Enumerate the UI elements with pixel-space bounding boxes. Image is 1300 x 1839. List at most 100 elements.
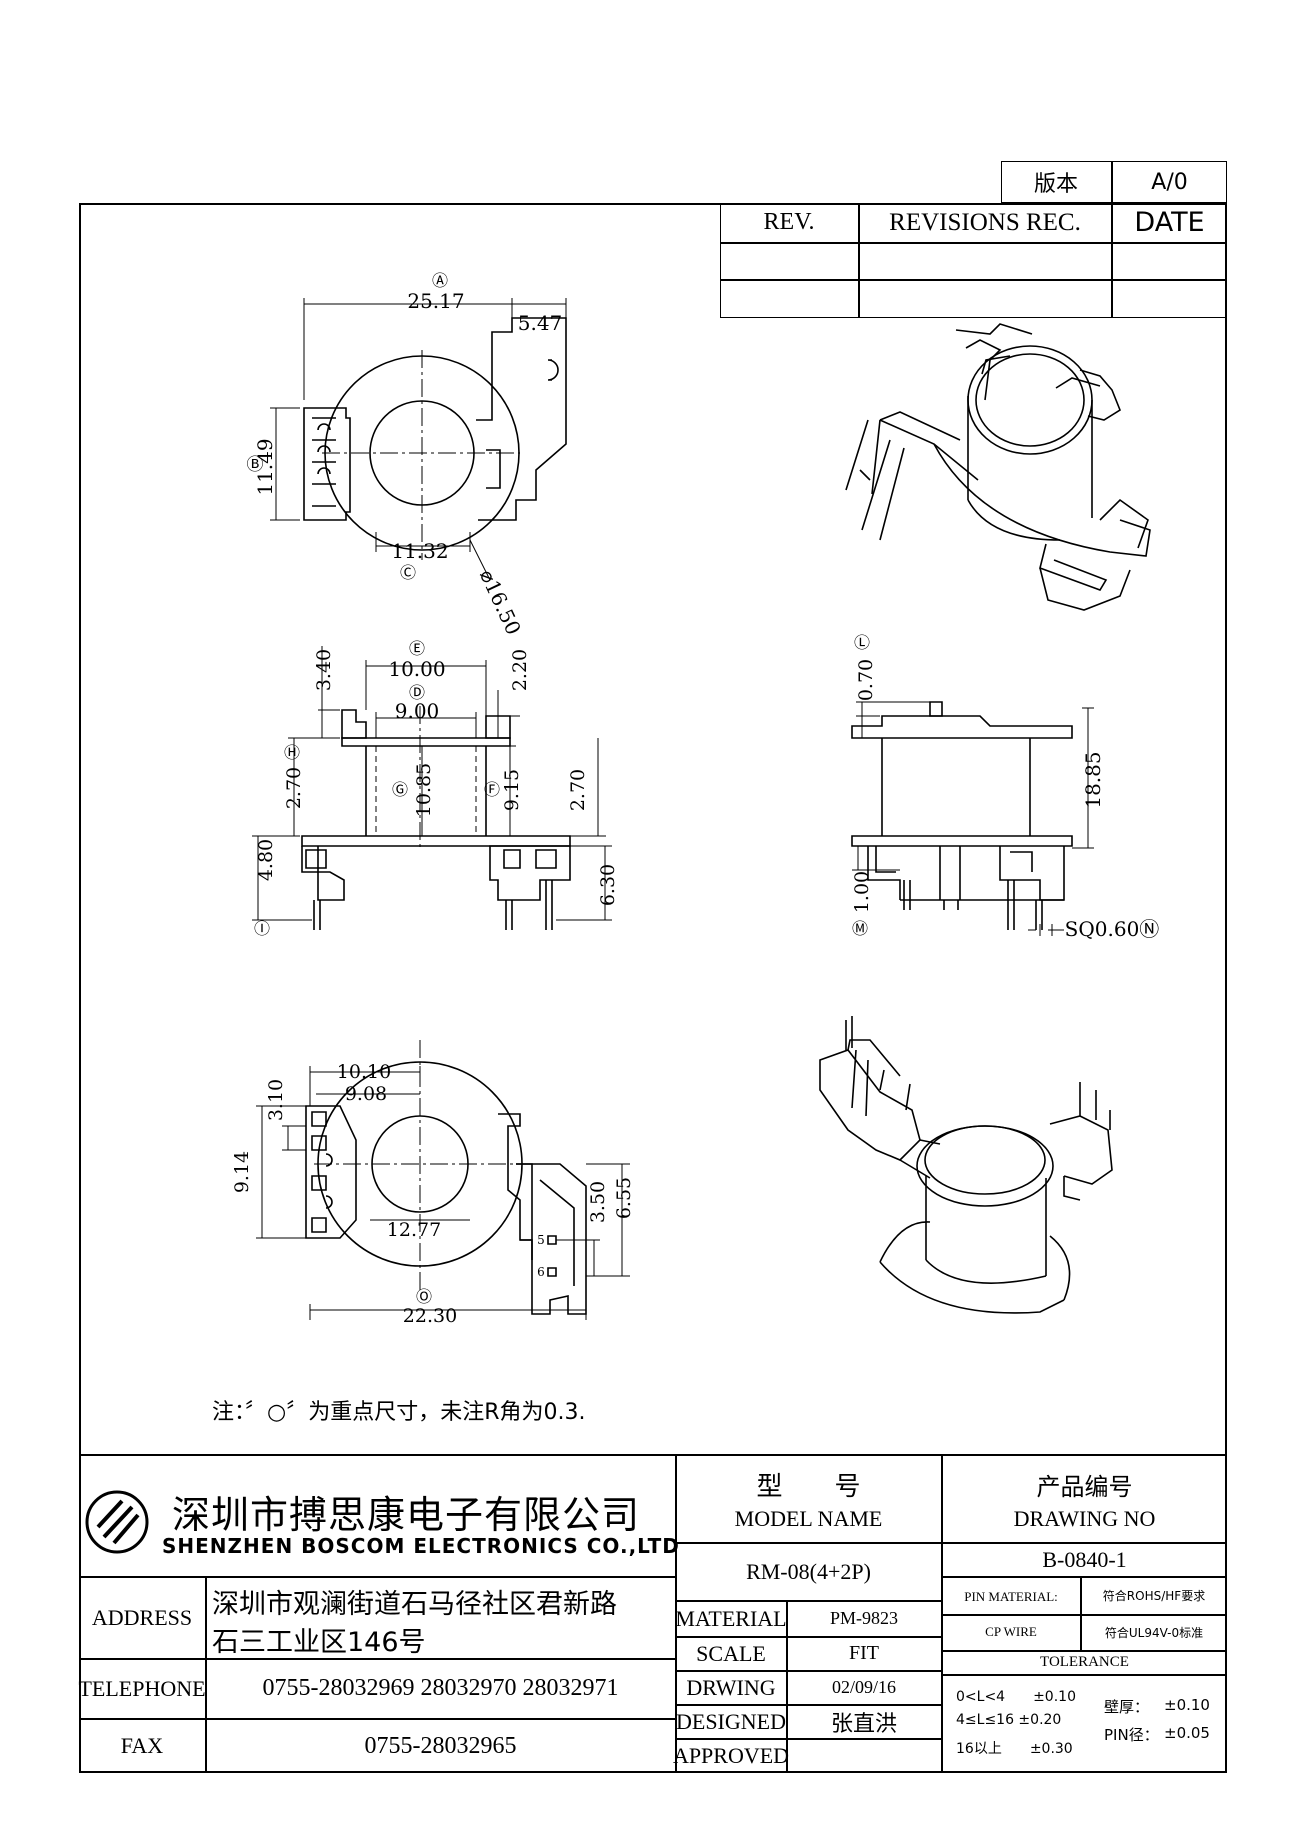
- bottom-view-pin-6: 6: [537, 1265, 545, 1279]
- top-view-marker-a: Ⓐ: [432, 271, 448, 290]
- title-block-mat-line: [675, 1636, 941, 1638]
- title-block-row-line-1: [79, 1658, 675, 1660]
- telephone-value: 0755-28032969 28032970 28032971: [262, 1675, 619, 1701]
- version-label: 版本: [1033, 172, 1078, 197]
- pin-diameter-label: PIN径：: [1104, 1726, 1159, 1744]
- tolerance-row-3: 16以上 ±0.30: [956, 1741, 1073, 1757]
- drawing-date-label: DRWING: [686, 1674, 776, 1700]
- front-view-marker-g: Ⓖ: [392, 780, 408, 799]
- scale-label: SCALE: [696, 1640, 766, 1666]
- top-view-marker-b: Ⓑ: [247, 455, 264, 475]
- front-view-dim-3-40: 3.40: [313, 649, 335, 691]
- title-block-tol-line: [941, 1650, 1227, 1652]
- version-divider: [1111, 161, 1113, 203]
- front-view-dim-2-70b: 2.70: [567, 769, 589, 811]
- revision-col-divider-1: [858, 203, 860, 318]
- material-value: PM-9823: [829, 1608, 898, 1628]
- bottom-view-dim-12-77: 12.77: [387, 1219, 441, 1241]
- model-label-en: MODEL NAME: [734, 1506, 883, 1531]
- front-view-dim-9-00: 9.00: [395, 699, 440, 723]
- side-view-dim-0-70: 0.70: [855, 659, 877, 701]
- front-view-dim-4-80: 4.80: [255, 839, 277, 881]
- front-view-marker-d: Ⓓ: [409, 683, 425, 702]
- title-block-tol-sub-line: [941, 1674, 1227, 1676]
- title-block-drw-line: [675, 1704, 941, 1706]
- title-block-row-line-2: [79, 1718, 675, 1720]
- telephone-label: TELEPHONE: [78, 1675, 206, 1701]
- top-view-dim-overall-width: 25.17: [407, 289, 464, 313]
- cp-wire-label: CP WIRE: [985, 1624, 1037, 1639]
- designed-label: DESIGNED: [676, 1708, 786, 1734]
- drawing-label-en: DRAWING NO: [1013, 1506, 1156, 1531]
- top-view-marker-c: Ⓒ: [400, 563, 416, 582]
- version-box: [1001, 161, 1227, 203]
- bottom-view-pin-5: 5: [537, 1233, 545, 1247]
- front-view-dim-9-15: 9.15: [501, 769, 523, 811]
- side-view-dim-1-00: 1.00: [851, 871, 873, 913]
- model-value: RM-08(4+2P): [746, 1558, 871, 1584]
- title-block-label-col: [786, 1600, 788, 1773]
- bottom-view-dim-3-50: 3.50: [587, 1181, 609, 1223]
- drawing-note: 注：〞○〞为重点尺寸，未注R角为0.3.: [212, 1400, 586, 1425]
- title-block-scale-line: [675, 1670, 941, 1672]
- title-block-vertical-2: [941, 1454, 943, 1773]
- model-label-cn: 型 号: [756, 1471, 861, 1502]
- approved-value: [787, 1739, 941, 1773]
- title-block-pin-col: [1080, 1576, 1082, 1650]
- front-view-dim-10-00: 10.00: [388, 657, 445, 681]
- title-block-vertical-1: [675, 1454, 677, 1773]
- bottom-view-marker-o: Ⓞ: [416, 1287, 432, 1306]
- front-view-dim-2-20: 2.20: [509, 649, 531, 691]
- title-block-company-divider: [79, 1576, 675, 1578]
- side-view-marker-m: Ⓜ: [852, 919, 868, 938]
- drawing-date-value: 02/09/16: [831, 1677, 896, 1697]
- company-logo-icon: [85, 1490, 149, 1554]
- version-value: A/0: [1151, 169, 1188, 195]
- top-view-dim-tab-width: 5.47: [518, 311, 563, 335]
- front-view-dim-6-30: 6.30: [597, 864, 619, 906]
- material-label: MATERIAL: [675, 1605, 787, 1631]
- pin-diameter-value: ±0.05: [1164, 1724, 1210, 1742]
- tolerance-row-1: 0<L<4 ±0.10: [956, 1689, 1076, 1705]
- tolerance-label: TOLERANCE: [1040, 1654, 1129, 1670]
- bottom-view-dim-22-30: 22.30: [403, 1305, 457, 1327]
- wall-thickness-label: 壁厚：: [1104, 1698, 1150, 1716]
- pin-material-label: PIN MATERIAL:: [964, 1589, 1058, 1604]
- revision-header-rec: REVISIONS REC.: [889, 208, 1081, 236]
- address-line-1: 深圳市观澜街道石马径社区君新路: [212, 1589, 617, 1620]
- top-view-dim-bore: 11.32: [391, 539, 448, 563]
- pin-material-value: 符合ROHS/HF要求: [1102, 1589, 1206, 1603]
- company-name-cn: 深圳市搏思康电子有限公司: [172, 1493, 641, 1537]
- title-block-drawing-value-line: [941, 1576, 1227, 1578]
- front-view-marker-i: Ⓘ: [254, 919, 270, 938]
- revision-header-date: DATE: [1134, 207, 1205, 238]
- tolerance-row-2: 4≤L≤16 ±0.20: [956, 1712, 1062, 1728]
- drawing-frame: [79, 203, 1227, 1773]
- title-block-model-line: [675, 1542, 1227, 1544]
- bottom-view-dim-9-14: 9.14: [231, 1151, 253, 1193]
- drawing-value: B-0840-1: [1042, 1546, 1127, 1572]
- title-block-top-line: [79, 1454, 1227, 1456]
- company-name-en: SHENZHEN BOSCOM ELECTRONICS CO.,LTD: [162, 1534, 680, 1558]
- revision-col-divider-2: [1111, 203, 1113, 318]
- top-view-dim-header-height: 11.49: [253, 438, 277, 495]
- title-block-model-value-line: [675, 1600, 941, 1602]
- front-view-marker-f: Ⓕ: [484, 780, 500, 799]
- revision-row-divider-1: [720, 242, 1227, 244]
- front-view-dim-10-85: 10.85: [413, 763, 435, 817]
- fax-value: 0755-28032965: [364, 1732, 517, 1759]
- drawing-label-cn: 产品编号: [1036, 1472, 1133, 1501]
- address-line-2: 石三工业区146号: [212, 1627, 426, 1658]
- title-block-des-line: [675, 1738, 941, 1740]
- top-view-left-header: [303, 407, 351, 521]
- side-view-dim-sq: SQ0.60Ⓝ: [1065, 917, 1160, 941]
- front-view-dim-2-70a: 2.70: [283, 767, 305, 809]
- revision-header-rev: REV.: [763, 209, 815, 235]
- title-block-pin-line: [941, 1614, 1227, 1616]
